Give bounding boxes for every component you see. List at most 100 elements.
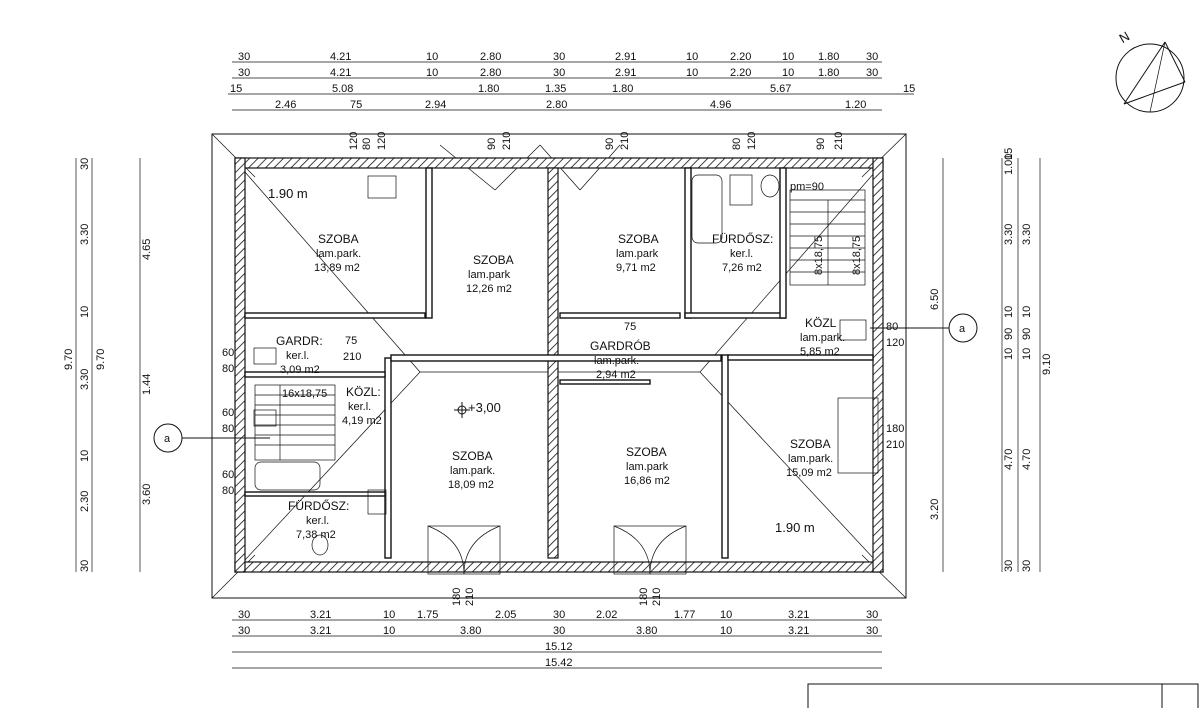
dim-right-inner: 3.20 xyxy=(929,499,941,520)
eave-label-top: 1.90 m xyxy=(268,186,308,201)
interior-walls xyxy=(244,167,874,559)
stair-left-label: 16x18,75 xyxy=(282,388,327,400)
dim-top-2: 2.91 xyxy=(615,67,636,79)
opening-labels: 120 80 120 90 210 90 210 80 120 90 210 6… xyxy=(222,132,904,606)
svg-text:210: 210 xyxy=(343,351,361,363)
svg-text:KÖZL:: KÖZL: xyxy=(346,385,381,399)
dim-top-2: 1.80 xyxy=(818,67,839,79)
svg-text:lam.park: lam.park xyxy=(626,461,669,473)
dim-left-mid: 2.30 xyxy=(79,491,91,512)
svg-text:lam.park.: lam.park. xyxy=(316,248,361,260)
dim-bottom-2: 10 xyxy=(720,625,732,637)
dim-top-3: 1.80 xyxy=(612,83,633,95)
dim-bottom-1: 10 xyxy=(383,609,395,621)
dim-top-1: 10 xyxy=(686,51,698,63)
dim-top-4: 2.94 xyxy=(425,99,446,111)
svg-text:SZOBA: SZOBA xyxy=(790,437,831,451)
dim-bottom-1: 30 xyxy=(238,609,250,621)
room-5: GARDR:ker.l.3,09 m2 xyxy=(276,334,323,376)
svg-text:12,26 m2: 12,26 m2 xyxy=(466,283,512,295)
outer-walls xyxy=(234,157,884,573)
level-mark: +3,00 xyxy=(454,400,501,418)
dim-bottom-2: 30 xyxy=(553,625,565,637)
svg-text:18,09 m2: 18,09 m2 xyxy=(448,479,494,491)
dim-top-1: 1.80 xyxy=(818,51,839,63)
dim-top-3: 5.67 xyxy=(770,83,791,95)
dim-top-1: 30 xyxy=(553,51,565,63)
svg-text:60: 60 xyxy=(222,347,234,359)
dim-right-mid: 4.70 xyxy=(1003,449,1015,470)
dim-bottom-2: 3.21 xyxy=(310,625,331,637)
svg-text:ker.l.: ker.l. xyxy=(730,248,753,260)
dim-left-inner: 3.60 xyxy=(141,484,153,505)
svg-text:FÜRDŐSZ:: FÜRDŐSZ: xyxy=(712,231,773,246)
dim-left-mid: 3.30 xyxy=(79,369,91,390)
dim-right-mid: 15 xyxy=(1003,148,1015,160)
svg-text:15,09 m2: 15,09 m2 xyxy=(786,467,832,479)
north-label: N xyxy=(1117,28,1133,46)
svg-text:80: 80 xyxy=(886,321,898,333)
dim-top-2: 30 xyxy=(553,67,565,79)
north-arrow: N xyxy=(1115,28,1186,113)
dim-top-1: 10 xyxy=(782,51,794,63)
dim-right-mid-2: 10 xyxy=(1021,306,1033,318)
svg-text:SZOBA: SZOBA xyxy=(473,253,514,267)
dim-right-mid: 90 xyxy=(1003,328,1015,340)
dim-right-mid: 3.30 xyxy=(1003,224,1015,245)
svg-text:GARDR:: GARDR: xyxy=(276,334,323,348)
dim-left-outer: 9.70 xyxy=(63,349,75,370)
dim-top-2: 4.21 xyxy=(330,67,351,79)
stairs-left: 16x18,75 xyxy=(254,384,336,461)
stairs-right: pm=90 8x18,75 8x18,75 xyxy=(789,181,866,286)
dim-top-1: 2.80 xyxy=(480,51,501,63)
dim-top-4: 75 xyxy=(350,99,362,111)
room-labels: SZOBA lam.park. 13,89 m2 SZOBA lam.park 12,2… xyxy=(276,231,845,541)
dim-bottom-1: 30 xyxy=(866,609,878,621)
svg-text:ker.l.: ker.l. xyxy=(348,401,371,413)
dim-bottom-1: 30 xyxy=(553,609,565,621)
room-2: SZOBA lam.park 12,26 m2 xyxy=(466,253,514,295)
dim-bottom-1: 2.02 xyxy=(596,609,617,621)
dim-right-mid: 30 xyxy=(1003,560,1015,572)
svg-text:210: 210 xyxy=(501,132,513,150)
svg-text:120: 120 xyxy=(886,337,904,349)
svg-text:13,89 m2: 13,89 m2 xyxy=(314,262,360,274)
balcony-doors xyxy=(427,397,879,575)
dim-bottom-1: 2.05 xyxy=(495,609,516,621)
dim-top-1: 2.91 xyxy=(615,51,636,63)
svg-text:90: 90 xyxy=(486,138,498,150)
svg-text:SZOBA: SZOBA xyxy=(626,445,667,459)
dim-top-2: 2.20 xyxy=(730,67,751,79)
svg-text:GARDRÓB: GARDRÓB xyxy=(590,338,651,353)
svg-text:210: 210 xyxy=(651,588,663,606)
svg-text:75: 75 xyxy=(624,321,636,333)
dim-top-2: 10 xyxy=(686,67,698,79)
svg-text:ker.l.: ker.l. xyxy=(306,515,329,527)
svg-text:7,38 m2: 7,38 m2 xyxy=(296,529,336,541)
dim-top-4: 1.20 xyxy=(845,99,866,111)
svg-text:lam.park.: lam.park. xyxy=(450,465,495,477)
svg-text:16,86 m2: 16,86 m2 xyxy=(624,475,670,487)
svg-text:80: 80 xyxy=(222,363,234,375)
dim-bottom-1: 1.77 xyxy=(674,609,695,621)
dim-top-2: 2.80 xyxy=(480,67,501,79)
room-4: FÜRDŐSZ:ker.l.7,26 m2 xyxy=(712,231,773,274)
stair-right-label-2: 8x18,75 xyxy=(851,236,863,275)
svg-text:lam.park: lam.park xyxy=(616,248,659,260)
svg-text:lam.park: lam.park xyxy=(468,269,511,281)
dim-bottom-2: 3.80 xyxy=(636,625,657,637)
dim-bottom-total-1: 15.12 xyxy=(545,641,573,653)
svg-text:5,85 m2: 5,85 m2 xyxy=(800,346,840,358)
dim-right-outer: 9.10 xyxy=(1041,354,1053,375)
dim-bottom-2: 3.80 xyxy=(460,625,481,637)
dim-bottom-2: 30 xyxy=(238,625,250,637)
dim-top-1: 30 xyxy=(238,51,250,63)
dim-right-mid: 1.00 xyxy=(1003,154,1015,175)
dim-top-4: 4.96 xyxy=(710,99,731,111)
svg-text:120: 120 xyxy=(348,132,360,150)
svg-text:60: 60 xyxy=(222,407,234,419)
svg-text:FÜRDŐSZ:: FÜRDŐSZ: xyxy=(288,498,349,513)
